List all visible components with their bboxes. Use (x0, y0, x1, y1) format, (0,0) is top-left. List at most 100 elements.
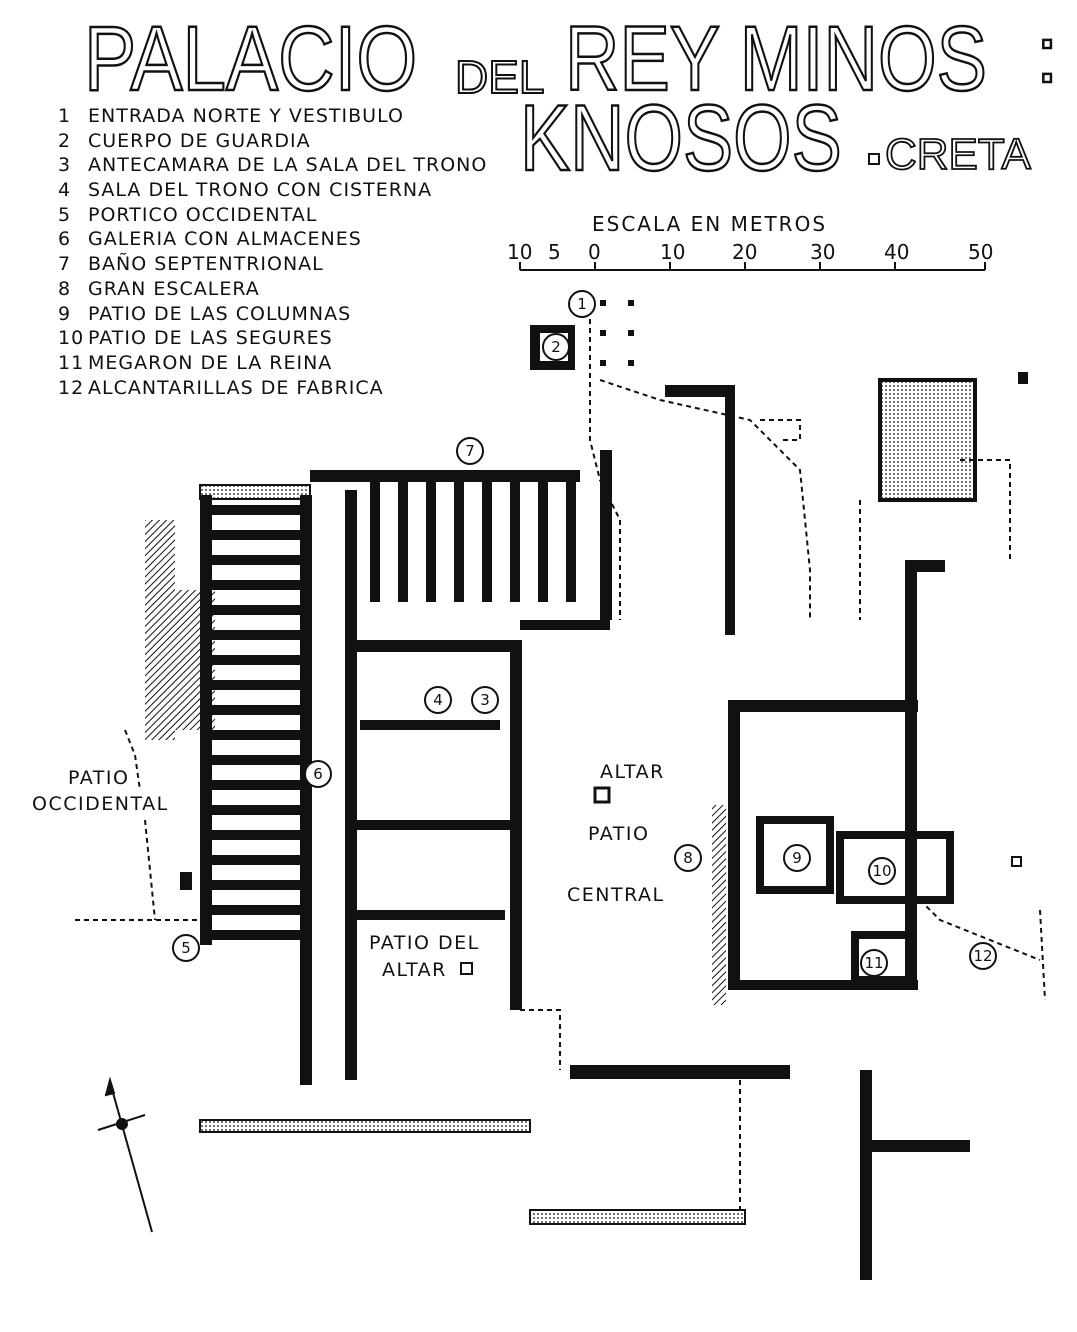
legend-number: 3 (58, 154, 72, 177)
north-blocks (199, 300, 790, 1225)
title-rey-minos: REY MINOS (564, 8, 988, 110)
label-patio-central: PATIO (586, 823, 652, 846)
storeroom-wall (212, 830, 300, 840)
storeroom-wall (212, 855, 300, 865)
title-palacio: PALACIO (83, 8, 418, 110)
legend-label: PATIO DE LAS SEGURES (88, 327, 333, 350)
storeroom-wall (212, 655, 300, 665)
room-wall (566, 482, 576, 602)
altar-symbol (460, 962, 473, 975)
legend-item: 8 GRAN ESCALERA (58, 277, 487, 302)
marker-6: 6 (304, 760, 332, 788)
marker-11: 11 (860, 949, 888, 977)
room-wall (454, 482, 464, 602)
legend-label: MEGARON DE LA REINA (88, 351, 333, 374)
legend-item: 2 CUERPO DE GUARDIA (58, 129, 487, 154)
storeroom-wall (212, 880, 300, 890)
legend-number: 12 (58, 376, 85, 399)
marker-7: 7 (456, 437, 484, 465)
scale-tick: 30 (810, 240, 836, 264)
storeroom-wall (212, 705, 300, 715)
legend-item: 6 GALERIA CON ALMACENES (58, 227, 487, 252)
storeroom-wall (212, 530, 300, 540)
storeroom-wall (212, 780, 300, 790)
altar-symbol (593, 786, 611, 804)
legend-label: ENTRADA NORTE Y VESTIBULO (88, 105, 404, 127)
storeroom-wall (212, 505, 300, 515)
scale-tick: 20 (732, 240, 758, 264)
legend-number: 2 (58, 129, 72, 152)
legend-label: PORTICO OCCIDENTAL (88, 203, 318, 226)
room-wall (398, 482, 408, 602)
legend-label: BAÑO SEPTENTRIONAL (88, 253, 324, 276)
room-wall (426, 482, 436, 602)
legend-number: 1 (58, 105, 72, 127)
storeroom-wall (212, 755, 300, 765)
storeroom-wall (212, 805, 300, 815)
marker-4: 4 (424, 686, 452, 714)
legend-number: 10 (58, 327, 85, 350)
room-wall (370, 482, 380, 602)
legend-number: 9 (58, 302, 72, 325)
label-patio-occidental: OCCIDENTAL (30, 793, 171, 816)
legend-label: ALCANTARILLAS DE FABRICA (88, 376, 384, 399)
room-wall (538, 482, 548, 602)
legend-label: CUERPO DE GUARDIA (88, 129, 311, 152)
room-wall (482, 482, 492, 602)
legend-number: 6 (58, 228, 72, 251)
legend-label: GRAN ESCALERA (88, 277, 260, 300)
storeroom-wall (212, 555, 300, 565)
marker-1: 1 (568, 290, 596, 318)
scale-tick: 5 (548, 240, 561, 264)
legend-item: 9 PATIO DE LAS COLUMNAS (58, 302, 487, 327)
title-creta: CRETA (884, 130, 1032, 179)
scale-tick: 10 (660, 240, 686, 264)
legend-label: PATIO DE LAS COLUMNAS (88, 302, 352, 325)
storeroom-wall (212, 580, 300, 590)
east-wing (712, 372, 1028, 1280)
label-patio-occidental: PATIO (66, 767, 132, 790)
dashed-outlines (75, 310, 1046, 1210)
marker-10: 10 (868, 857, 896, 885)
legend-number: 8 (58, 277, 72, 300)
scale-tick: 10 (507, 240, 533, 264)
label-patio-central: CENTRAL (565, 884, 667, 907)
legend: 1 ENTRADA NORTE Y VESTIBULO 2 CUERPO DE GU… (58, 104, 487, 400)
marker-5: 5 (172, 934, 200, 962)
storeroom-wall (212, 680, 300, 690)
scale-bar (519, 262, 986, 271)
scale-tick: 0 (588, 240, 601, 264)
room-wall (510, 482, 520, 602)
marker-2: 2 (542, 333, 570, 361)
storerooms (212, 482, 576, 940)
scale-tick: 50 (968, 240, 994, 264)
marker-12: 12 (969, 942, 997, 970)
scale-tick: 40 (884, 240, 910, 264)
legend-label: SALA DEL TRONO CON CISTERNA (88, 179, 433, 202)
west-wing (145, 484, 357, 1085)
storeroom-wall (212, 630, 300, 640)
legend-label: GALERIA CON ALMACENES (88, 228, 362, 251)
label-altar: ALTAR (598, 761, 667, 784)
legend-number: 5 (58, 203, 72, 226)
storeroom-wall (212, 930, 300, 940)
legend-item: 5 PORTICO OCCIDENTAL (58, 203, 487, 228)
legend-number: 11 (58, 351, 85, 374)
title-colon: : (1035, 10, 1060, 99)
title-bullet (868, 153, 880, 165)
marker-9: 9 (783, 844, 811, 872)
storeroom-wall (212, 730, 300, 740)
label-patio-del-altar: PATIO DEL (367, 932, 482, 955)
title-knosos: KNOSOS (519, 85, 843, 190)
marker-3: 3 (471, 686, 499, 714)
storeroom-wall (212, 905, 300, 915)
storeroom-wall (212, 605, 300, 615)
marker-8: 8 (674, 844, 702, 872)
